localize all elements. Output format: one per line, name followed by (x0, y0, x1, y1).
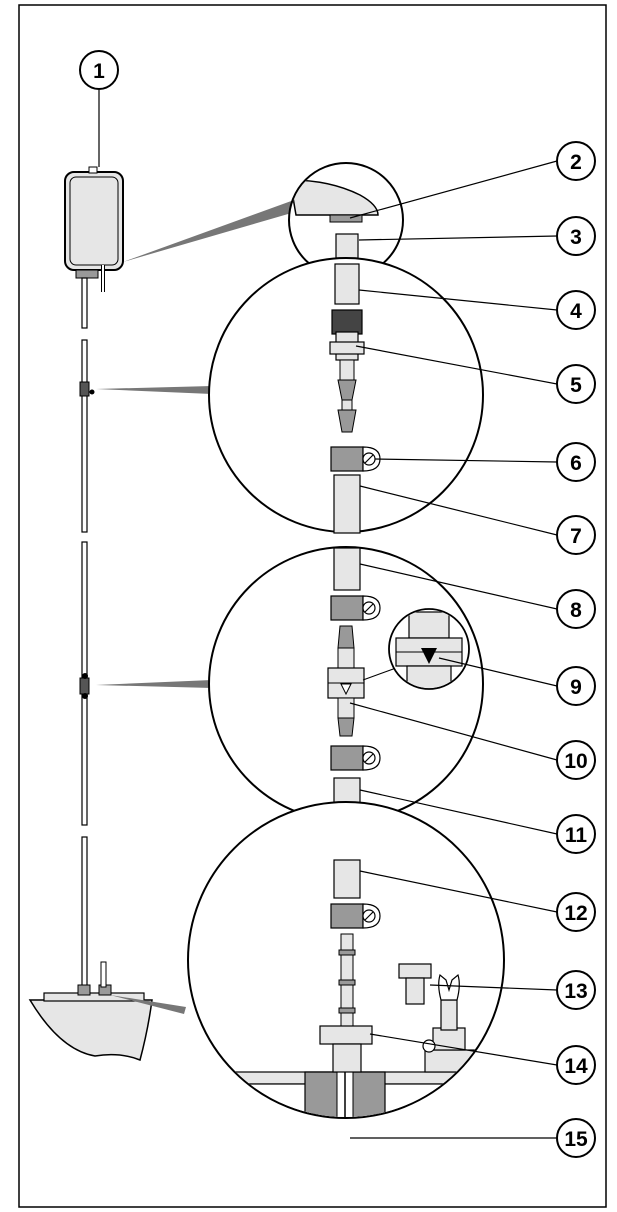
callout-6: 6 (556, 442, 596, 482)
diagram-frame (18, 4, 607, 1208)
tube-piece-12 (333, 859, 361, 899)
callout-12-number: 12 (564, 902, 587, 925)
device-top-tab (88, 166, 98, 174)
callout-14: 14 (556, 1045, 596, 1085)
inlet-nut (319, 1025, 373, 1045)
callout-3: 3 (556, 216, 596, 256)
tank-base (28, 999, 153, 1062)
detail-circle-top (288, 162, 404, 278)
callout-6-number: 6 (570, 452, 582, 475)
overall-assembly (28, 166, 295, 1062)
callout-1-number: 1 (93, 60, 105, 83)
callout-5: 5 (556, 364, 596, 404)
callout-7-number: 7 (570, 525, 582, 548)
callout-15-number: 15 (564, 1128, 588, 1151)
tube-piece-3 (335, 233, 359, 259)
hose-clamp-6 (330, 446, 364, 472)
tube-piece-8 (333, 547, 361, 591)
callout-4-number: 4 (570, 300, 582, 323)
callout-10-number: 10 (564, 750, 587, 773)
tube-piece-4 (334, 263, 360, 305)
callout-8: 8 (556, 589, 596, 629)
connector-upper (79, 381, 90, 397)
callout-2-number: 2 (570, 151, 582, 174)
detail-circle-upper (208, 257, 484, 534)
callout-13-number: 13 (564, 980, 587, 1003)
leader-wedge-4 (110, 995, 186, 1014)
device-inner-panel (69, 176, 119, 266)
callout-11-number: 11 (565, 824, 588, 847)
callout-7: 7 (556, 515, 596, 555)
callout-3-number: 3 (570, 226, 582, 249)
callout-12: 12 (556, 892, 596, 932)
callout-9: 9 (556, 666, 596, 706)
callout-2: 2 (556, 141, 596, 181)
callout-5-number: 5 (570, 374, 582, 397)
tube-piece-7 (333, 474, 361, 534)
callout-8-number: 8 (570, 599, 582, 622)
leader-wedge-2 (96, 386, 212, 394)
device-housing (64, 171, 124, 271)
detail-circle-middle (208, 546, 484, 823)
detail-circle-bottom (187, 801, 505, 1119)
connector-middle (79, 677, 90, 695)
callout-15: 15 (556, 1118, 596, 1158)
leader-lines (98, 90, 558, 1139)
leader-wedge-3 (96, 680, 212, 688)
knurled-nut (331, 309, 363, 335)
callout-10: 10 (556, 740, 596, 780)
callout-14-number: 14 (564, 1055, 588, 1078)
callout-1: 1 (79, 50, 119, 90)
device-bottom-port (75, 269, 99, 279)
callout-9-number: 9 (570, 676, 582, 699)
callout-4: 4 (556, 290, 596, 330)
leader-wedge-1 (123, 200, 295, 262)
callout-11: 11 (556, 814, 596, 854)
screw-13 (398, 963, 432, 979)
callout-13: 13 (556, 970, 596, 1010)
